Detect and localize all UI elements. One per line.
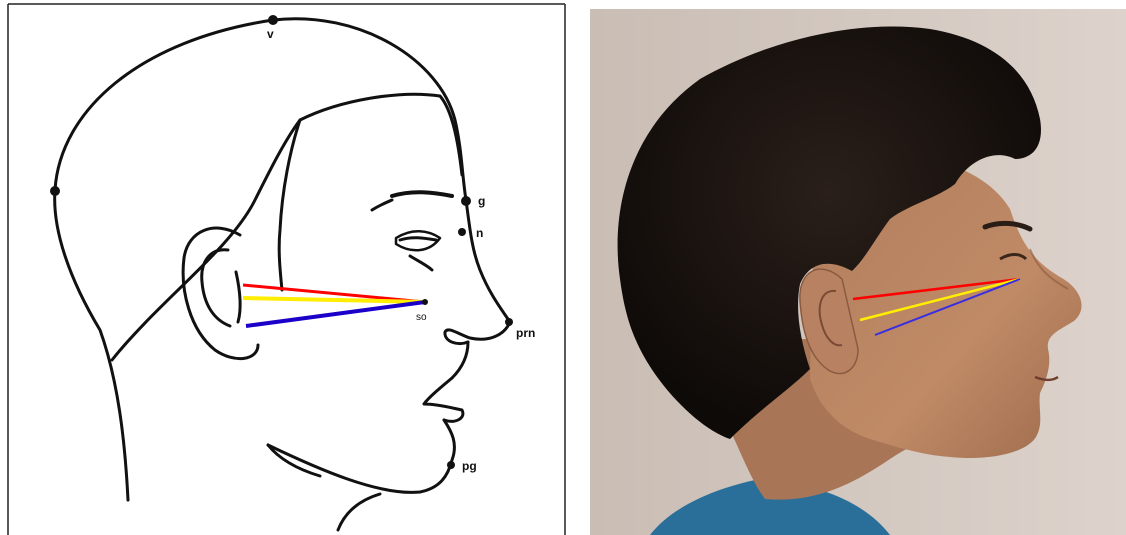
landmark-points (50, 15, 513, 469)
landmark-n-dot (458, 228, 466, 236)
head-profile-diagram: v g n so prn pg (0, 0, 568, 535)
label-pg: pg (462, 459, 477, 473)
diagram-svg: v g n so prn pg (0, 0, 568, 535)
landmark-v-dot (268, 15, 278, 25)
label-so: so (416, 312, 427, 323)
label-prn: prn (516, 326, 535, 340)
label-v: v (267, 27, 274, 41)
label-n: n (476, 226, 483, 240)
measurement-lines (243, 285, 425, 326)
label-g: g (478, 194, 485, 208)
photo-svg (590, 9, 1126, 535)
landmark-prn-dot (505, 318, 513, 326)
landmark-pg-dot (447, 461, 455, 469)
profile-photo (590, 9, 1126, 535)
line-blue (246, 302, 425, 326)
head-outline (55, 19, 510, 530)
landmark-so-dot (422, 299, 428, 305)
landmark-g-dot (461, 196, 471, 206)
landmark-left-dot (50, 186, 60, 196)
